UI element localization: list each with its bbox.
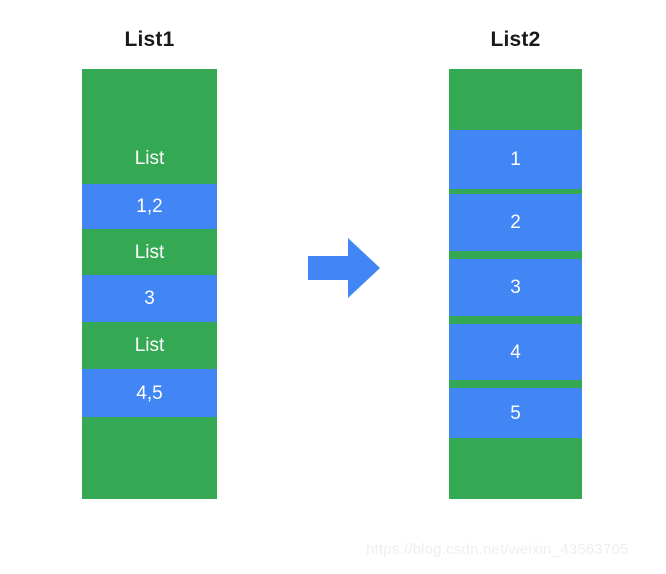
band-cell: 3: [82, 275, 217, 322]
band-spacer: [449, 251, 582, 259]
band-cell: 4,5: [82, 369, 217, 417]
band-spacer: [449, 380, 582, 388]
band-cell: List: [82, 322, 217, 369]
band-cell: 2: [449, 194, 582, 251]
band-spacer: [449, 438, 582, 499]
band-spacer: [82, 417, 217, 499]
band-cell: 5: [449, 388, 582, 438]
band-cell: 1,2: [82, 184, 217, 229]
band-cell: 4: [449, 324, 582, 380]
list1-title: List1: [124, 28, 175, 51]
band-spacer: [449, 316, 582, 324]
band-spacer: [82, 69, 217, 133]
transform-arrow-icon: [308, 238, 380, 298]
band-cell: List: [82, 229, 217, 275]
band-cell: 3: [449, 259, 582, 316]
list2-title: List2: [490, 28, 541, 51]
watermark-text: https://blog.csdn.net/weixin_43563705: [366, 541, 629, 558]
band-spacer: [449, 69, 582, 130]
band-cell: 1: [449, 130, 582, 189]
band-spacer: [449, 189, 582, 194]
band-cell: List: [82, 133, 217, 184]
